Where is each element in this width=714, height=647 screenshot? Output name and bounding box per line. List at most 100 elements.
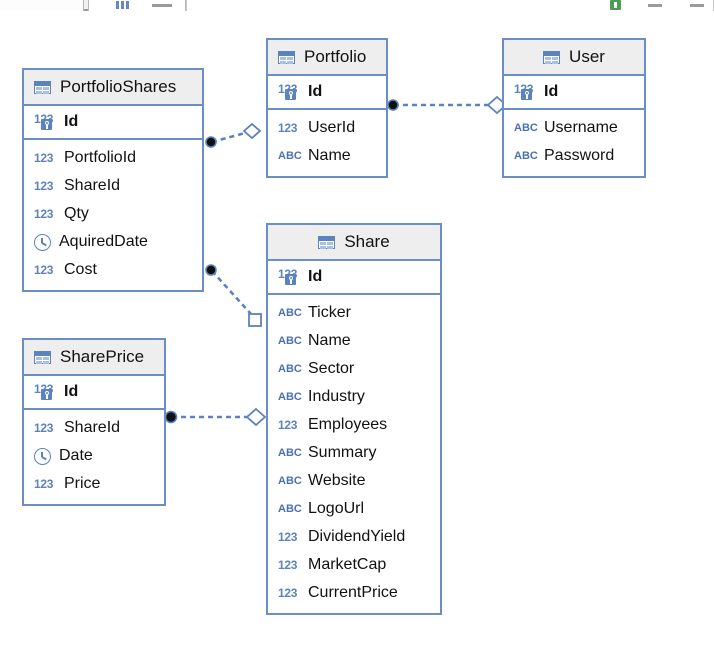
toolbar-tab-active[interactable] <box>88 0 186 11</box>
entity-field[interactable]: 123 MarketCap <box>268 551 440 579</box>
entity-field[interactable]: 123 PortfolioId <box>24 144 202 172</box>
field-label: MarketCap <box>308 556 387 573</box>
entity-field-list: ABC Ticker ABC Name ABC Sector ABC Indus… <box>268 295 440 613</box>
entity-header: SharePrice <box>24 340 164 376</box>
entity-field[interactable]: ABC Ticker <box>268 299 440 327</box>
text-icon: ABC <box>278 306 302 319</box>
text-icon: ABC <box>278 446 302 459</box>
entity-field[interactable]: 123 ShareId <box>24 172 202 200</box>
relationship-portfolioshares-portfolio <box>205 122 262 148</box>
entity-field[interactable]: Date <box>24 442 164 470</box>
number-icon: 123 <box>34 477 54 491</box>
field-label: AquiredDate <box>59 233 148 250</box>
field-label: Sector <box>308 360 355 377</box>
clock-icon <box>34 233 51 251</box>
number-icon: 123 <box>278 530 298 544</box>
entity-field[interactable]: 123 DividendYield <box>268 523 440 551</box>
text-icon: ABC <box>278 149 302 162</box>
entity-field[interactable]: AquiredDate <box>24 228 202 256</box>
entity-field[interactable]: 123 UserId <box>268 114 386 142</box>
primary-key-icon: 123 <box>278 83 300 101</box>
relationship-line <box>211 131 246 144</box>
number-icon: 123 <box>34 151 54 165</box>
entity-header: User <box>504 40 644 76</box>
field-label: Id <box>544 83 559 100</box>
entity-field[interactable]: ABC Website <box>268 467 440 495</box>
entity-portfolioshares[interactable]: PortfolioShares 123 Id 123 PortfolioId 1… <box>22 68 204 292</box>
relationship-endpoint-filled-circle <box>205 136 217 148</box>
entity-title: PortfolioShares <box>60 77 177 96</box>
entity-field[interactable]: 123 CurrentPrice <box>268 579 440 607</box>
entity-header: PortfolioShares <box>24 70 202 106</box>
field-label: LogoUrl <box>308 500 365 517</box>
field-label: Id <box>64 383 79 400</box>
field-label: Date <box>59 447 93 464</box>
entity-field-list: 123 PortfolioId 123 ShareId 123 Qty Aqui… <box>24 140 202 290</box>
toolbar-tab-left[interactable] <box>0 0 84 11</box>
field-label: CurrentPrice <box>308 584 398 601</box>
relationship-endpoint-filled-circle <box>164 410 178 424</box>
primary-key-icon: 123 <box>278 268 300 286</box>
number-icon: 123 <box>34 207 54 221</box>
text-icon: ABC <box>278 502 302 515</box>
entity-title: Share <box>344 232 390 251</box>
text-icon: ABC <box>278 362 302 375</box>
relationship-portfolio-user <box>387 95 508 115</box>
entity-field[interactable]: 123 Cost <box>24 256 202 284</box>
entity-field[interactable]: ABC Summary <box>268 439 440 467</box>
top-toolbar <box>0 0 714 11</box>
entity-header: Share <box>268 225 440 261</box>
relationship-endpoint-filled-circle <box>205 264 217 276</box>
entity-shareprice[interactable]: SharePrice 123 Id 123 ShareId Date 123 P… <box>22 338 166 506</box>
toolbar-stub-2 <box>152 4 172 7</box>
primary-key-icon: 123 <box>514 83 536 101</box>
entity-field[interactable]: ABC LogoUrl <box>268 495 440 523</box>
field-label: Id <box>308 83 323 100</box>
entity-field[interactable]: ABC Name <box>268 327 440 355</box>
entity-field[interactable]: ABC Password <box>504 142 644 170</box>
table-icon <box>34 350 51 364</box>
entity-field[interactable]: 123 ShareId <box>24 414 164 442</box>
entity-field[interactable]: ABC Username <box>504 114 644 142</box>
entity-field[interactable]: ABC Name <box>268 142 386 170</box>
entity-portfolio[interactable]: Portfolio 123 Id 123 UserId ABC Name <box>266 38 388 178</box>
entity-primary-key-row[interactable]: 123 Id <box>268 261 440 295</box>
text-icon: ABC <box>278 334 302 347</box>
table-icon <box>318 235 336 249</box>
field-label: Employees <box>308 416 388 433</box>
field-label: Name <box>308 147 351 164</box>
entity-primary-key-row[interactable]: 123 Id <box>24 376 164 410</box>
toolbar-run-icon[interactable] <box>610 0 621 10</box>
entity-primary-key-row[interactable]: 123 Id <box>24 106 202 140</box>
entity-user[interactable]: User 123 Id ABC Username ABC Password <box>502 38 646 178</box>
toolbar-grid-icon <box>116 1 129 9</box>
field-label: Website <box>308 472 366 489</box>
entity-field[interactable]: ABC Industry <box>268 383 440 411</box>
field-label: Industry <box>308 388 365 405</box>
number-icon: 123 <box>34 421 54 435</box>
entity-title: SharePrice <box>60 347 145 366</box>
entity-field[interactable]: 123 Employees <box>268 411 440 439</box>
field-label: Name <box>308 332 351 349</box>
field-label: Price <box>64 475 101 492</box>
number-icon: 123 <box>278 418 298 432</box>
table-icon <box>543 50 561 64</box>
entity-primary-key-row[interactable]: 123 Id <box>268 76 386 110</box>
field-label: Password <box>544 147 615 164</box>
field-label: Username <box>544 119 618 136</box>
field-label: Summary <box>308 444 377 461</box>
entity-field[interactable]: 123 Qty <box>24 200 202 228</box>
entity-title: User <box>569 47 605 66</box>
toolbar-minimize-icon[interactable] <box>648 4 662 7</box>
entity-field[interactable]: ABC Sector <box>268 355 440 383</box>
toolbar-close-icon[interactable] <box>690 4 704 7</box>
number-icon: 123 <box>34 179 54 193</box>
entity-primary-key-row[interactable]: 123 Id <box>504 76 644 110</box>
entity-field[interactable]: 123 Price <box>24 470 164 498</box>
field-label: Qty <box>64 205 89 222</box>
relationship-endpoint-open-diamond <box>242 122 262 140</box>
primary-key-icon: 123 <box>34 113 56 131</box>
relationship-portfolioshares-share <box>205 264 262 327</box>
entity-share[interactable]: Share 123 Id ABC Ticker ABC Name ABC Sec… <box>266 223 442 615</box>
